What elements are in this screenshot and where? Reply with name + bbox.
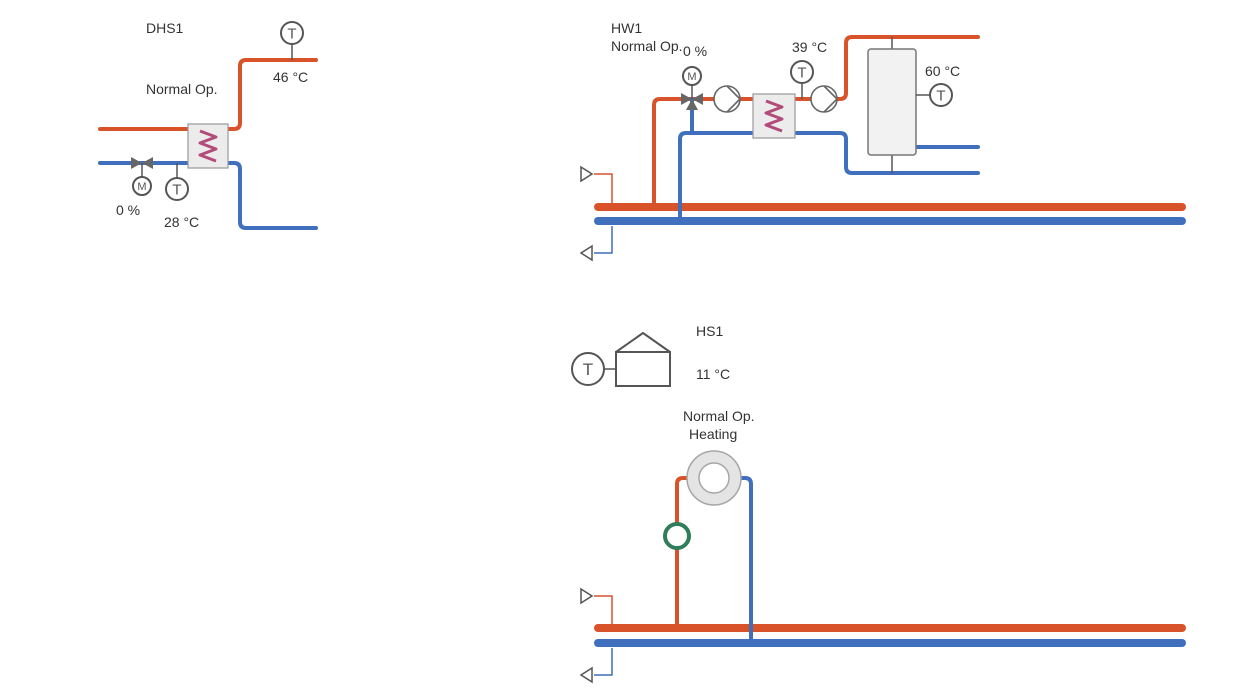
- hw1-primary-pump-icon[interactable]: [713, 85, 742, 113]
- dhs1-supply-sensor-letter: T: [287, 26, 296, 43]
- dhs1-supply-pipe: [98, 58, 318, 131]
- hw1-status[interactable]: Normal Op.: [611, 38, 683, 54]
- hw1-tank-temp[interactable]: 60 °C: [925, 63, 960, 79]
- hw1-secondary-pump-icon[interactable]: [810, 85, 839, 113]
- hs1-title[interactable]: HS1: [696, 323, 723, 339]
- dhs1-title[interactable]: DHS1: [146, 20, 184, 36]
- dhs1-return-sensor-letter: T: [172, 182, 181, 199]
- hw1-tank-temp-sensor-icon[interactable]: T: [916, 83, 953, 107]
- dhs1-valve-position[interactable]: 0 %: [116, 202, 140, 218]
- hw1-valve-icon[interactable]: M: [681, 66, 703, 110]
- hw1-hx-outlet-temp-sensor-icon[interactable]: T: [790, 60, 814, 99]
- hs1-room-sensor-letter: T: [583, 360, 593, 379]
- hw1-group: M T 39 °C: [579, 20, 1186, 262]
- hs1-return-arrow-icon: [579, 648, 613, 684]
- hs1-boiler-icon[interactable]: [686, 450, 742, 506]
- house-icon: [615, 332, 671, 387]
- dhs1-status[interactable]: Normal Op.: [146, 81, 218, 97]
- hs1-room-temp[interactable]: 11 °C: [696, 366, 730, 382]
- hs1-supply-branch: [675, 476, 692, 628]
- hs1-status[interactable]: Normal Op.: [683, 408, 755, 424]
- hw1-hx-sensor-letter: T: [797, 65, 806, 82]
- hs1-return-branch: [736, 476, 753, 643]
- dhs1-group: DHS1 Normal Op. M 0 % T 28 °C: [98, 20, 318, 230]
- hw1-title[interactable]: HW1: [611, 20, 642, 36]
- hw1-hx-outlet-temp[interactable]: 39 °C: [792, 39, 827, 55]
- dhs1-return-pipe: [98, 161, 318, 230]
- hw1-heat-exchanger[interactable]: [752, 93, 796, 139]
- dhs1-return-temp[interactable]: 28 °C: [164, 214, 199, 230]
- hw1-supply-arrow-icon: [580, 165, 613, 203]
- hs1-group: T HS1 11 °C Normal Op. Heating: [571, 323, 1186, 684]
- hw1-valve-position[interactable]: 0 %: [683, 43, 707, 59]
- dhs1-motor-letter: M: [137, 181, 146, 193]
- hw1-motor-letter: M: [687, 71, 696, 83]
- hw1-storage-tank[interactable]: [867, 37, 917, 156]
- hw1-supply-branch: [652, 35, 980, 207]
- hw1-return-arrow-icon: [579, 226, 613, 262]
- dhs1-valve-icon[interactable]: M: [131, 157, 153, 196]
- dhs1-return-temp-sensor-icon[interactable]: T: [165, 163, 189, 201]
- hs1-mode[interactable]: Heating: [689, 426, 737, 442]
- hs1-circulator-pump-icon[interactable]: [663, 522, 691, 550]
- hs1-supply-arrow-icon: [580, 587, 613, 624]
- dhs1-heat-exchanger[interactable]: [187, 123, 229, 169]
- hw1-return-branch: [678, 131, 980, 221]
- dhs1-supply-temp[interactable]: 46 °C: [273, 69, 308, 85]
- dhs1-supply-temp-sensor-icon[interactable]: T: [280, 21, 304, 60]
- hw1-tank-sensor-letter: T: [936, 88, 945, 105]
- hs1-room-temp-sensor-icon[interactable]: T: [571, 352, 616, 386]
